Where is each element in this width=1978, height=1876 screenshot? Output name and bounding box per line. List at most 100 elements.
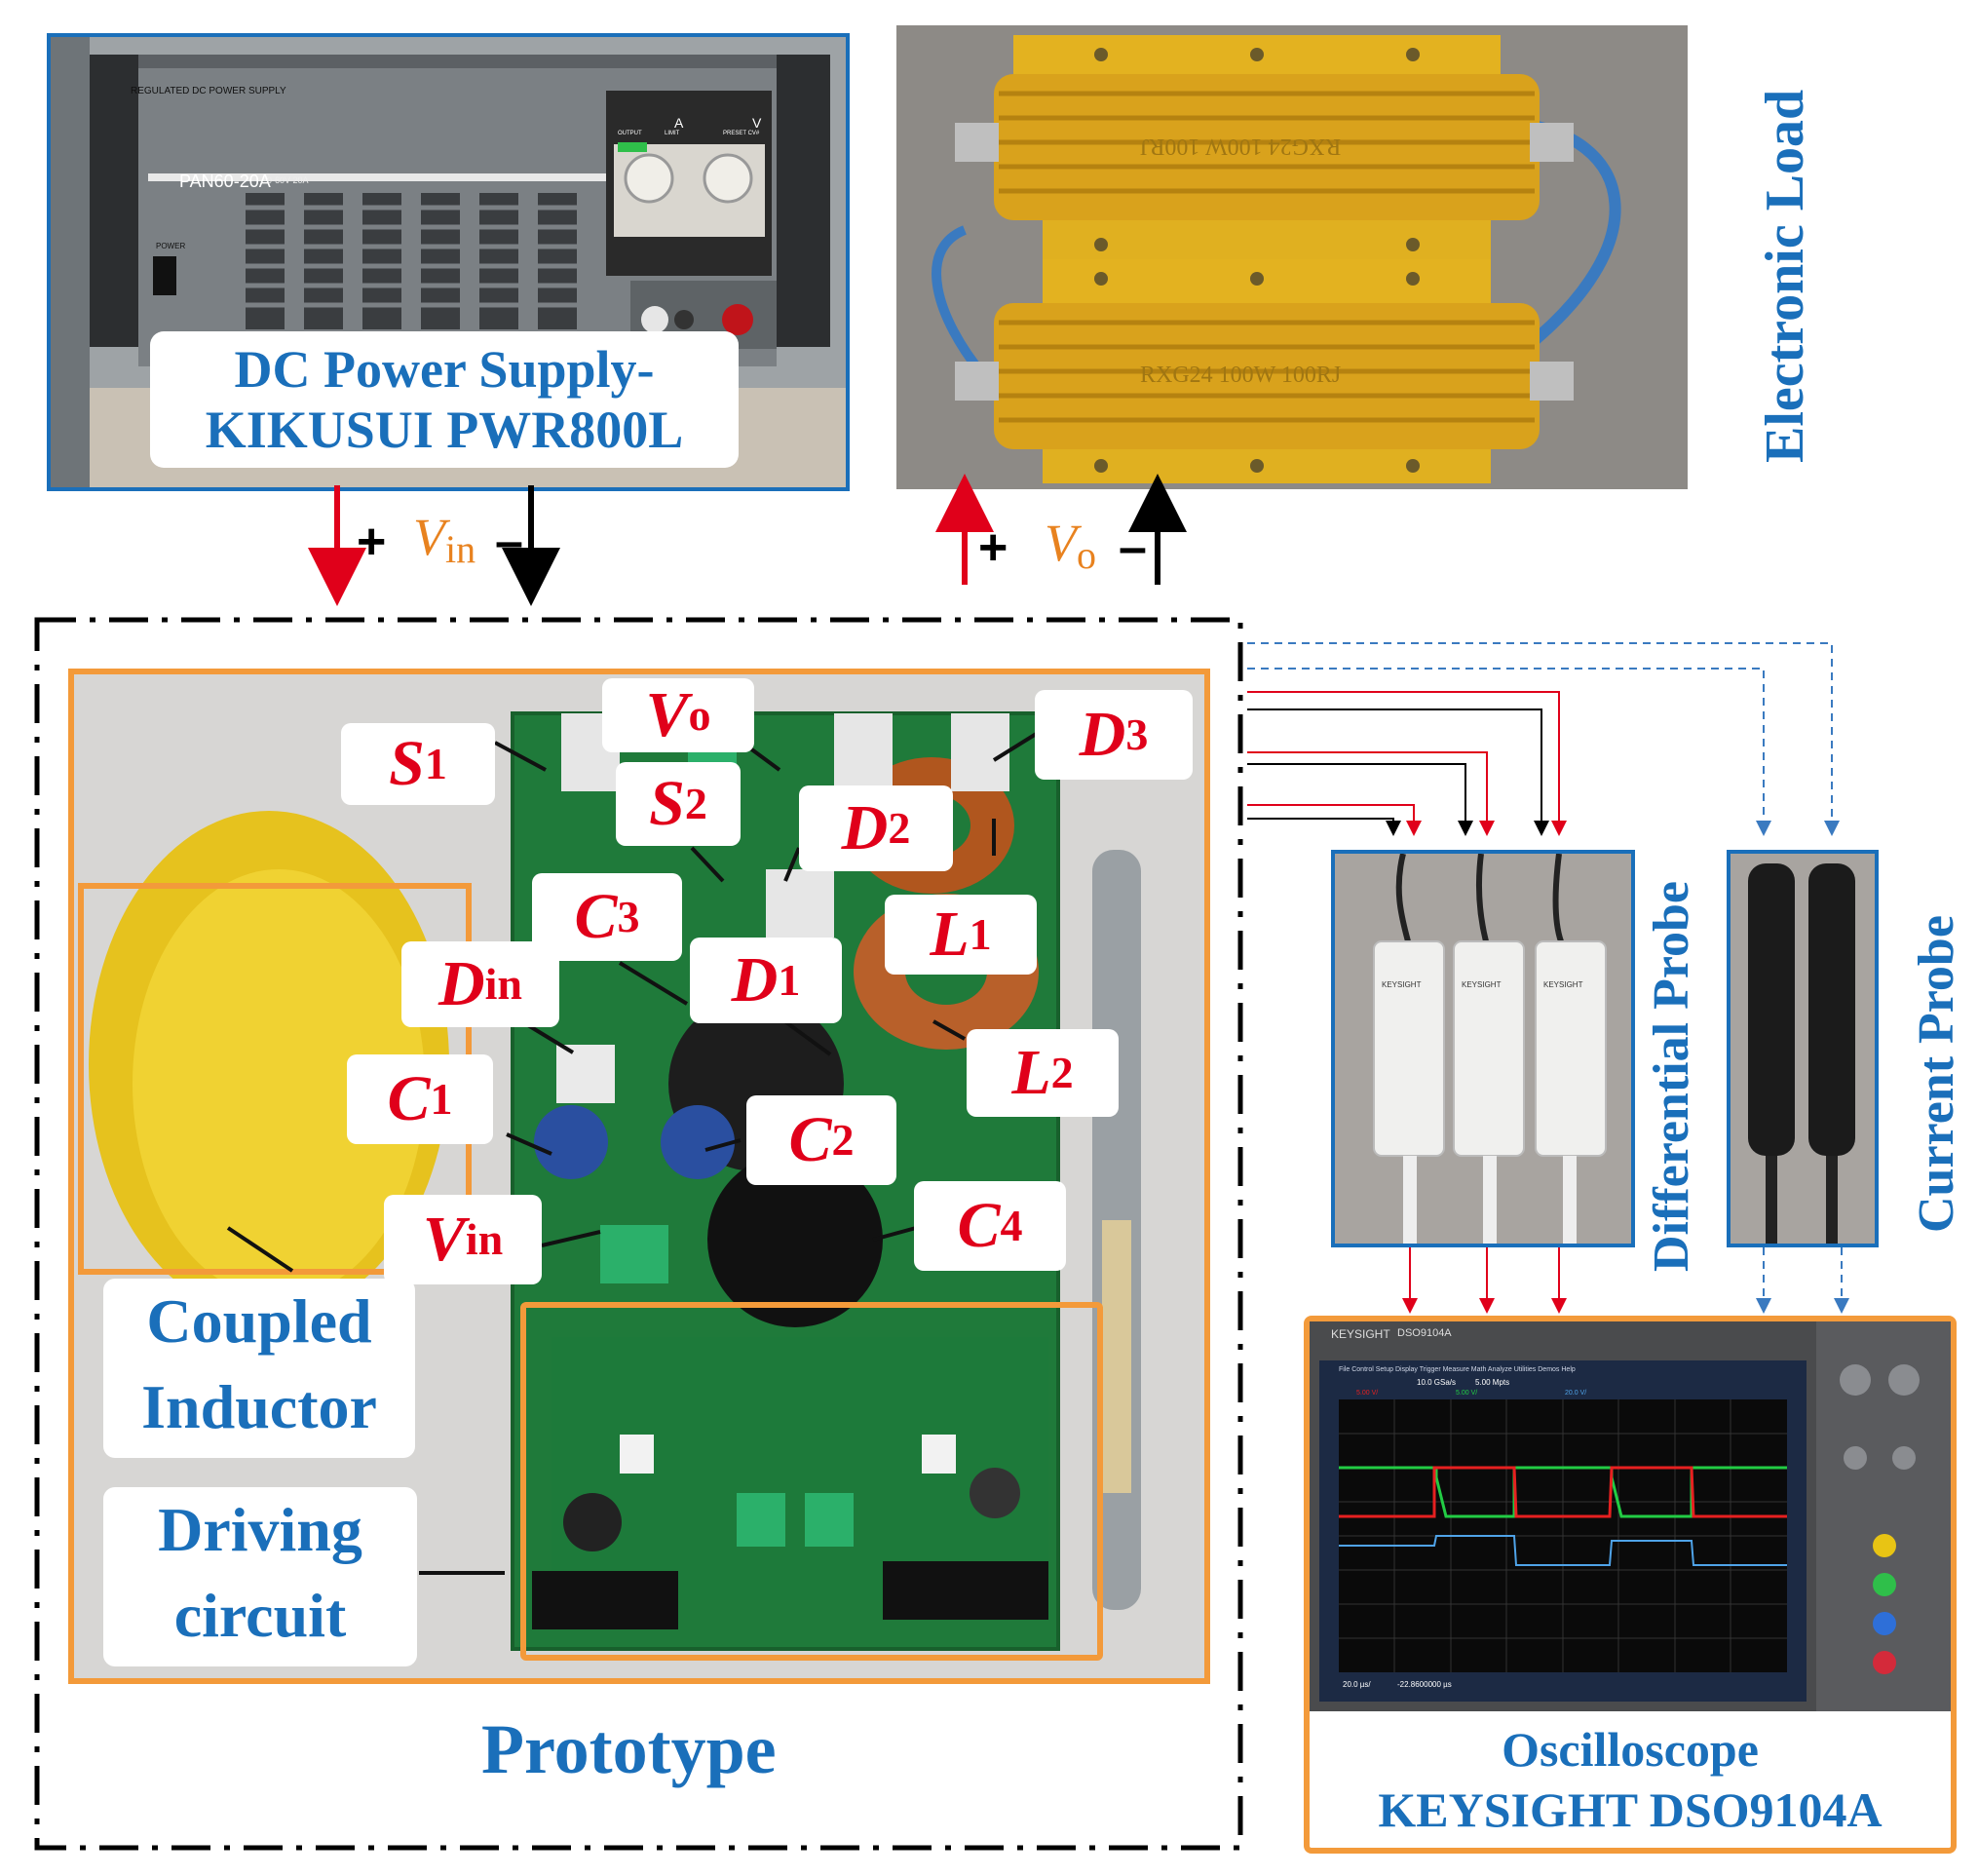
label-c3-sym: C (574, 881, 618, 952)
label-vo-sub: o (688, 690, 711, 740)
resistor-marking-bottom: RXG24 100W 100RJ (1140, 363, 1342, 388)
panel-power-text: POWER (156, 242, 186, 250)
power-supply-label-line1: DC Power Supply- (234, 340, 655, 399)
label-d3-sub: 3 (1125, 709, 1149, 759)
current-probe-label: Current Probe (1909, 915, 1964, 1233)
scope-ch3-scale: 20.0 V/ (1565, 1390, 1587, 1397)
label-c1-sym: C (387, 1063, 431, 1134)
label-c2-sub: 2 (831, 1115, 855, 1165)
vo-minus-sign: – (1119, 519, 1147, 576)
label-c1-sub: 1 (430, 1074, 453, 1124)
panel-spec: 0-60V 20A (267, 175, 309, 185)
label-d2-sym: D (841, 792, 889, 863)
vo-plus-sign: + (978, 519, 1008, 576)
label-s1-sym: S (389, 728, 425, 799)
current-probe-illustration (1731, 854, 1875, 1244)
vo-label: Vo (1045, 513, 1096, 578)
label-l2-sub: 2 (1050, 1048, 1074, 1097)
driving-circuit-box (520, 1302, 1103, 1661)
scope-ch2-scale: 5.00 V/ (1456, 1390, 1478, 1397)
oscilloscope-label: Oscilloscope KEYSIGHT DSO9104A (1310, 1719, 1951, 1840)
vo-label-symbol: V (1045, 514, 1077, 572)
label-c2-sym: C (788, 1104, 832, 1175)
scope-delay: -22.8600000 µs (1397, 1680, 1452, 1689)
electronic-load-photo: RXG24 100W 100RJ RXG24 100W 100RJ (896, 25, 1688, 489)
label-s2-sym: S (649, 768, 685, 839)
knob-sub-preset: PRESET CV# (723, 131, 760, 136)
knob-sub-limit: LIMIT (665, 131, 680, 136)
label-l1-sub: 1 (969, 909, 992, 959)
differential-probe-photo: KEYSIGHT KEYSIGHT KEYSIGHT (1331, 850, 1635, 1247)
label-din-sym: D (437, 948, 485, 1019)
label-vin-sym: V (422, 1204, 466, 1275)
panel-model: PAN60-20A (179, 172, 271, 191)
coupled-inductor-line2: Inductor (141, 1372, 377, 1441)
label-din-sub: in (484, 959, 523, 1009)
differential-probe-label: Differential Probe (1644, 881, 1699, 1272)
differential-probe-illustration (1335, 854, 1631, 1244)
coupled-inductor-line1: Coupled (146, 1286, 372, 1356)
vin-label-sub: in (445, 527, 476, 571)
driving-circuit-label: Driving circuit (103, 1487, 417, 1666)
vo-label-sub: o (1077, 533, 1096, 577)
coupled-inductor-label: Coupled Inductor (103, 1279, 415, 1458)
oscilloscope-photo: KEYSIGHT DSO9104A File Control Setup Dis… (1310, 1321, 1951, 1711)
scope-sample-rate: 10.0 GSa/s (1417, 1378, 1457, 1387)
diff-probe-brand-3: KEYSIGHT (1543, 980, 1583, 989)
label-d1-sub: 1 (778, 955, 801, 1005)
dc-power-supply-photo: REGULATED DC POWER SUPPLY PAN60-20A 0-60… (47, 33, 850, 491)
driving-circuit-line2: circuit (173, 1581, 347, 1650)
label-s1-sub: 1 (424, 739, 447, 788)
panel-title: REGULATED DC POWER SUPPLY (131, 86, 286, 96)
prototype-label: Prototype (481, 1710, 777, 1788)
label-c3-sub: 3 (617, 892, 640, 941)
label-l1-sym: L (930, 899, 970, 970)
scope-timebase: 20.0 µs/ (1343, 1680, 1371, 1689)
label-l2-sym: L (1011, 1037, 1051, 1108)
label-d2-sub: 2 (888, 803, 911, 853)
oscilloscope-frame: KEYSIGHT DSO9104A File Control Setup Dis… (1304, 1316, 1957, 1854)
vin-label: Vin (413, 507, 475, 572)
scope-ch1-scale: 5.00 V/ (1356, 1390, 1379, 1397)
power-supply-label: DC Power Supply- KIKUSUI PWR800L (150, 331, 739, 468)
scope-brand: KEYSIGHT (1331, 1327, 1390, 1341)
knob-header-v: V (752, 115, 762, 131)
oscilloscope-label-line2: KEYSIGHT DSO9104A (1378, 1782, 1883, 1837)
vin-plus-sign: + (357, 514, 387, 570)
scope-model: DSO9104A (1397, 1327, 1452, 1339)
oscilloscope-label-line1: Oscilloscope (1502, 1722, 1759, 1777)
driving-circuit-line1: Driving (158, 1495, 362, 1564)
label-c4-sub: 4 (1000, 1201, 1023, 1250)
scope-memory: 5.00 Mpts (1475, 1378, 1510, 1387)
vin-minus-sign: – (495, 514, 523, 570)
resistor-load-illustration (896, 25, 1688, 489)
prototype-boundary (34, 617, 1243, 1851)
vin-label-symbol: V (413, 508, 445, 566)
label-d3-sym: D (1079, 699, 1126, 770)
power-supply-label-line2: KIKUSUI PWR800L (205, 401, 684, 459)
label-s2-sub: 2 (684, 779, 707, 828)
label-vo-sym: V (645, 679, 689, 750)
label-d1-sym: D (731, 944, 779, 1015)
diff-probe-brand-2: KEYSIGHT (1462, 980, 1502, 989)
oscilloscope-illustration (1310, 1321, 1951, 1711)
label-c4-sym: C (957, 1190, 1001, 1261)
diff-probe-brand-1: KEYSIGHT (1382, 980, 1422, 989)
label-vin-sub: in (465, 1214, 504, 1264)
knob-sub-output: OUTPUT (618, 131, 642, 136)
current-probe-photo (1727, 850, 1879, 1247)
